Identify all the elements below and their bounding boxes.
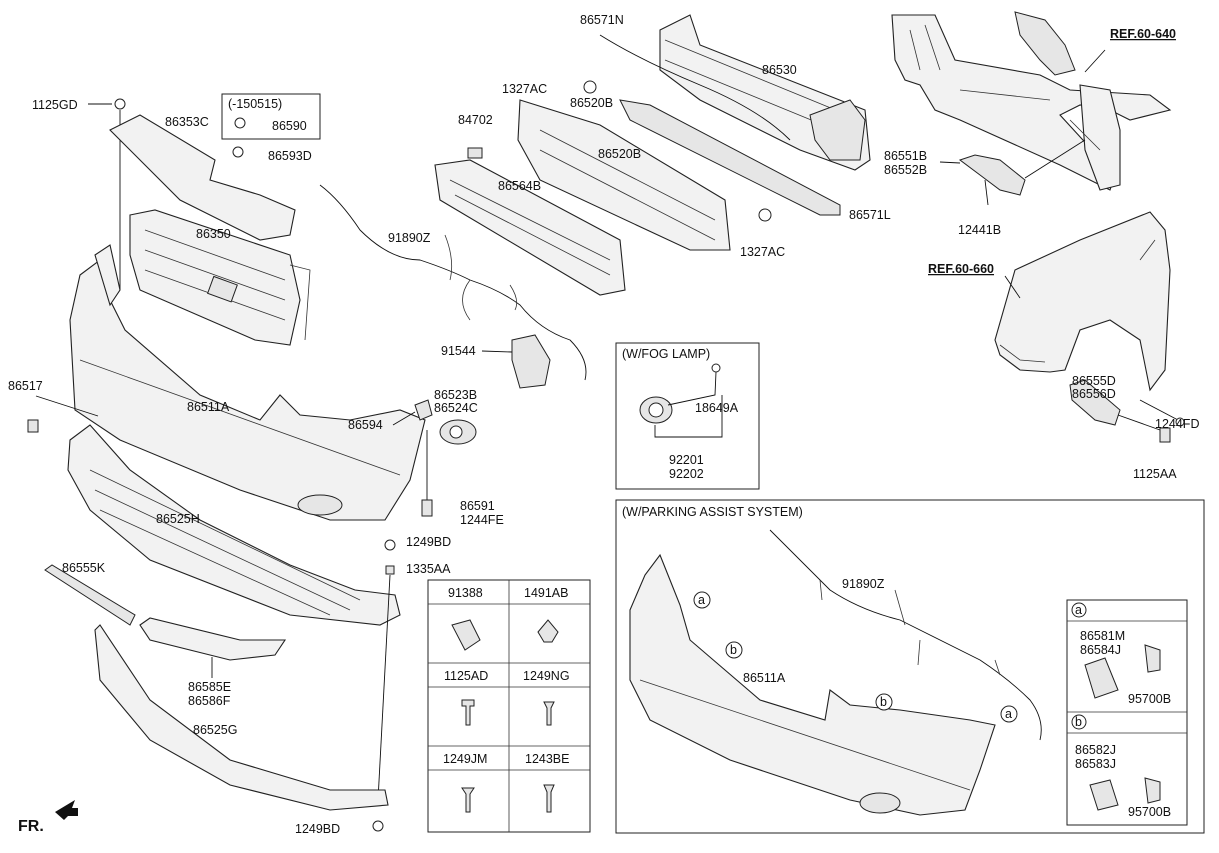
fastener-table	[427, 579, 591, 833]
label-12441b: 12441B	[958, 223, 1001, 237]
ref-60-640-label: REF.60-640	[1110, 27, 1176, 41]
grille-86350	[129, 209, 311, 346]
bolt-1125gd	[114, 98, 126, 110]
label-86524c: 86524C	[434, 401, 478, 415]
label-1244fd: 1244FD	[1155, 417, 1199, 431]
wire-86571n	[599, 34, 791, 141]
label-1327ac-top: 1327AC	[502, 82, 547, 96]
label-18649a: 18649A	[695, 401, 739, 415]
label-1125gd-top: 1125GD	[32, 98, 78, 112]
label-86511a: 86511A	[187, 400, 230, 414]
label-86571n: 86571N	[580, 13, 624, 27]
subbox-a-p1: 86581M	[1080, 629, 1125, 643]
label-1335aa: 1335AA	[406, 562, 451, 576]
label-150515: (-150515)	[228, 97, 282, 111]
label-86517: 86517	[8, 379, 43, 393]
fog-lamp-box	[615, 342, 760, 490]
fastener-1243be: 1243BE	[525, 752, 569, 766]
callout-b-1: b	[730, 643, 737, 657]
label-86525g: 86525G	[193, 723, 237, 737]
fastener-1125ad: 1125AD	[444, 669, 488, 683]
label-86585e: 86585E	[188, 680, 231, 694]
trim-86585e	[139, 617, 287, 661]
fastener-1249ng: 1249NG	[523, 669, 570, 683]
bracket-91544	[511, 334, 551, 389]
clip-84702	[467, 147, 483, 159]
bracket-86551b	[939, 139, 1086, 206]
parking-assist-title: (W/PARKING ASSIST SYSTEM)	[622, 505, 803, 519]
skid-86525g	[94, 624, 389, 811]
label-92201: 92201	[669, 453, 704, 467]
subbox-a-key: a	[1075, 603, 1082, 617]
label-86353c: 86353C	[165, 115, 209, 129]
label-86556d: 86556D	[1072, 387, 1116, 401]
parking-assist-box	[615, 499, 1205, 834]
label-1327ac-bottom: 1327AC	[740, 245, 785, 259]
label-86551b: 86551B	[884, 149, 927, 163]
label-86552b: 86552B	[884, 163, 927, 177]
label-86594: 86594	[348, 418, 383, 432]
label-91890z: 91890Z	[388, 231, 431, 245]
label-1125aa: 1125AA	[1133, 467, 1177, 481]
fastener-1491ab: 1491AB	[524, 586, 568, 600]
parking-label-86511a: 86511A	[743, 671, 786, 685]
label-86523b: 86523B	[434, 388, 477, 402]
strip-86555k	[44, 564, 136, 626]
nut-1327ac-bottom	[758, 208, 772, 222]
energy-absorber	[517, 99, 731, 251]
label-86520b-mid: 86520B	[598, 147, 641, 161]
label-86586f: 86586F	[188, 694, 231, 708]
label-91544: 91544	[441, 344, 476, 358]
bumper-beam	[659, 14, 871, 171]
absorber-86564b	[434, 159, 626, 296]
clip-86594	[414, 399, 433, 421]
label-86590: 86590	[272, 119, 307, 133]
bumper-cover-86511a	[69, 244, 426, 521]
subbox-b-key: b	[1075, 715, 1082, 729]
parking-label-91890z: 91890Z	[842, 577, 885, 591]
label-86564b: 86564B	[498, 179, 541, 193]
label-86350: 86350	[196, 227, 231, 241]
label-1249bd-mid: 1249BD	[406, 535, 451, 549]
label-1244fe: 1244FE	[460, 513, 504, 527]
front-arrow-icon	[55, 800, 78, 820]
label-84702: 84702	[458, 113, 493, 127]
callout-a-2: a	[1005, 707, 1012, 721]
label-86591: 86591	[460, 499, 495, 513]
subbox-a-p2: 86584J	[1080, 643, 1121, 657]
sensor-subboxes	[1066, 599, 1188, 826]
fastener-1249jm: 1249JM	[443, 752, 487, 766]
subbox-a-p3: 95700B	[1128, 692, 1171, 706]
subbox-b-p2: 86583J	[1075, 757, 1116, 771]
fender-bracket	[1069, 379, 1185, 443]
label-92202: 92202	[669, 467, 704, 481]
label-86593d: 86593D	[268, 149, 312, 163]
label-86555d: 86555D	[1072, 374, 1116, 388]
bolt-86591	[421, 499, 433, 517]
front-direction-label: FR.	[18, 818, 44, 835]
label-1249bd-bottom: 1249BD	[295, 822, 340, 836]
fastener-91388: 91388	[448, 586, 483, 600]
ref-60-660-label: REF.60-660	[928, 262, 994, 276]
lower-grille-86525h	[67, 424, 401, 626]
cover-86353c	[109, 114, 296, 241]
box-150515	[221, 93, 321, 140]
callout-b-2: b	[880, 695, 887, 709]
nut-1327ac	[583, 80, 597, 94]
fog-lamp-title: (W/FOG LAMP)	[622, 347, 710, 361]
label-86555k: 86555K	[62, 561, 106, 575]
beam-strip-86571l	[619, 99, 841, 216]
subbox-b-p1: 86582J	[1075, 743, 1116, 757]
label-86571l: 86571L	[849, 208, 891, 222]
callout-a-1: a	[698, 593, 705, 607]
label-86525h: 86525H	[156, 512, 200, 526]
fender	[994, 211, 1171, 392]
label-86530: 86530	[762, 63, 797, 77]
subbox-b-p3: 95700B	[1128, 805, 1171, 819]
label-86520b-top: 86520B	[570, 96, 613, 110]
radiator-support	[891, 11, 1172, 191]
